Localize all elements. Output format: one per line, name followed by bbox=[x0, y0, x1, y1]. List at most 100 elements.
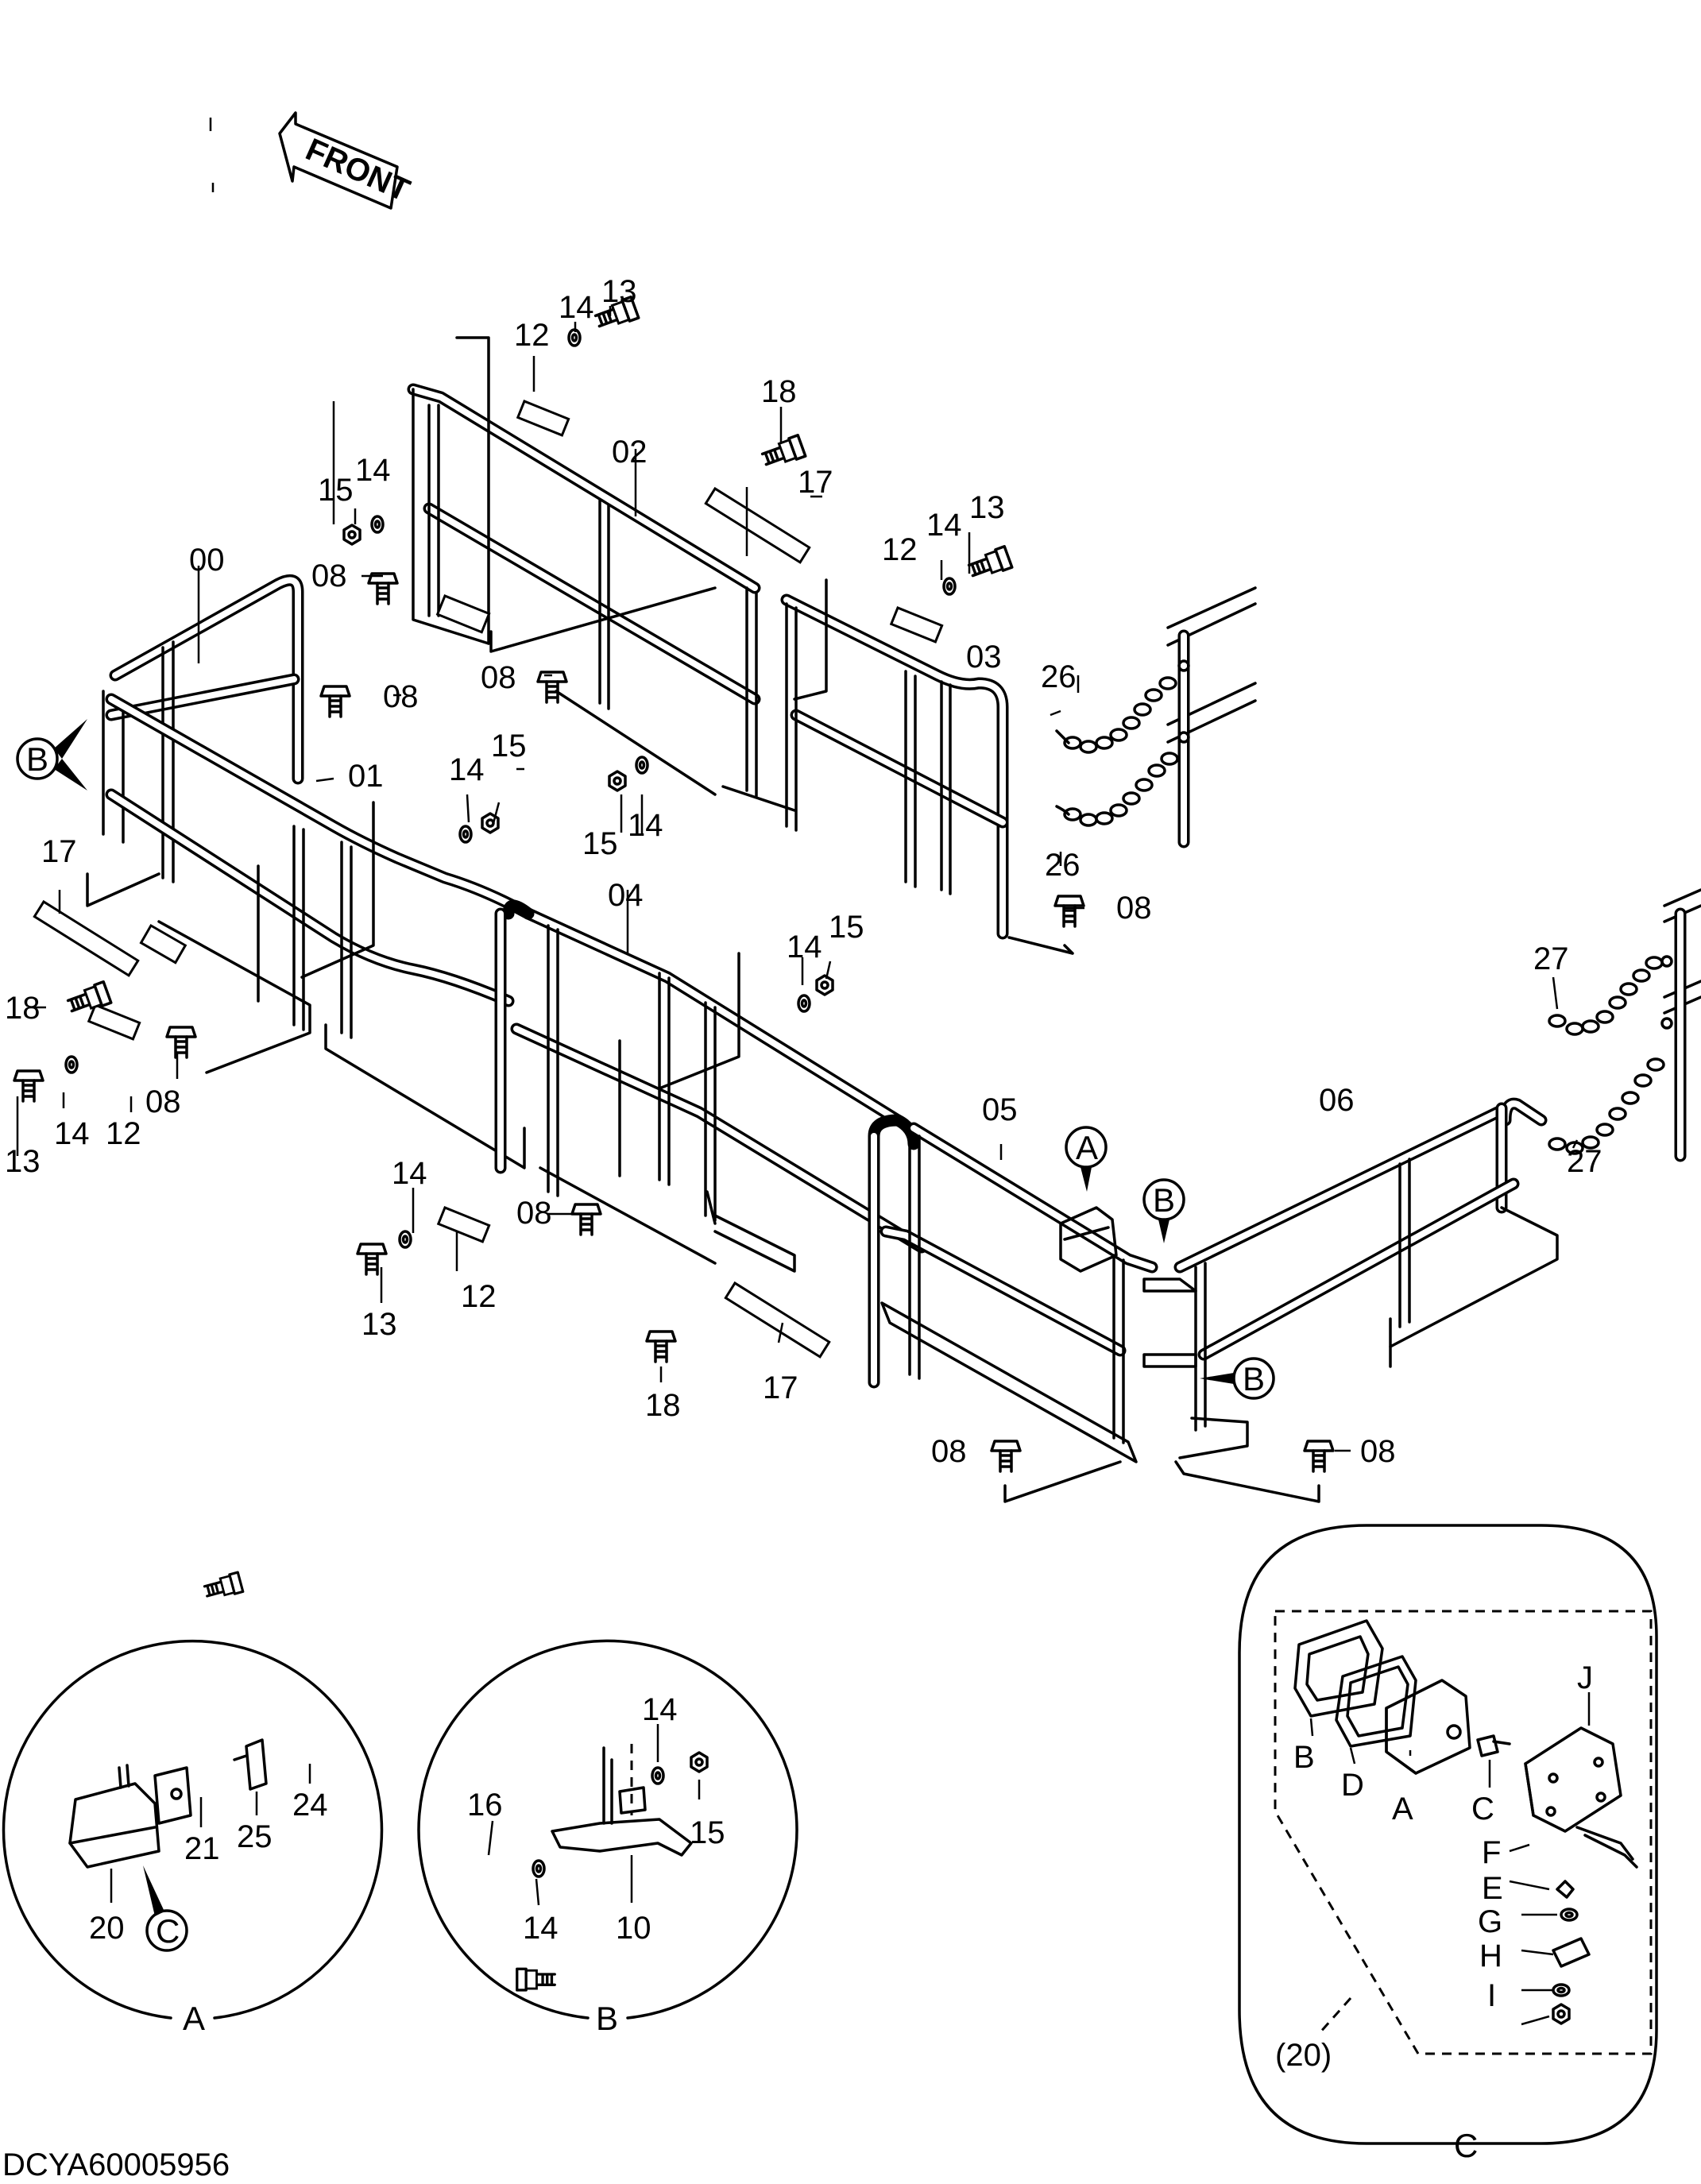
pillar-posts bbox=[1166, 586, 1701, 1162]
plate-12-right bbox=[889, 606, 944, 644]
bolt-08-g bbox=[990, 1440, 1022, 1473]
label-letter-i: I bbox=[1487, 1978, 1496, 2013]
front-arrow: FRONT bbox=[278, 111, 415, 210]
label-12-mid: 12 bbox=[461, 1279, 497, 1314]
label-13-left: 13 bbox=[5, 1144, 41, 1179]
label-10: 10 bbox=[616, 1911, 651, 1946]
label-14-detail-b-lower: 14 bbox=[523, 1911, 559, 1946]
label-13-right: 13 bbox=[969, 490, 1005, 525]
bolt-08-c bbox=[536, 671, 568, 704]
plate-17-bottom bbox=[724, 1281, 831, 1359]
label-00: 00 bbox=[189, 543, 225, 578]
label-15-detail-b: 15 bbox=[690, 1815, 725, 1850]
washer-14-right bbox=[942, 577, 957, 596]
label-12-right: 12 bbox=[882, 532, 918, 567]
label-08-d: 08 bbox=[1116, 891, 1152, 926]
label-05: 05 bbox=[982, 1092, 1018, 1127]
detail-c-exploded-lamp bbox=[1293, 1619, 1638, 2025]
plate-12-mid bbox=[436, 1206, 491, 1243]
label-15-d: 15 bbox=[829, 910, 864, 945]
label-04: 04 bbox=[608, 878, 644, 913]
bolt-08-a bbox=[367, 572, 399, 605]
label-01: 01 bbox=[348, 759, 384, 794]
washer-14-f bbox=[398, 1230, 412, 1249]
washer-14-c bbox=[458, 825, 473, 844]
label-08-a: 08 bbox=[311, 559, 347, 593]
detail-c: C (20) B D A C J bbox=[1238, 1524, 1658, 2164]
label-letter-b: B bbox=[1293, 1740, 1315, 1775]
label-16: 16 bbox=[467, 1788, 503, 1823]
label-14-mid: 14 bbox=[392, 1156, 427, 1191]
label-14-c: 14 bbox=[449, 752, 485, 787]
washer-14-d bbox=[64, 1055, 79, 1074]
bolt-08-b bbox=[319, 685, 351, 718]
label-14-d: 14 bbox=[787, 930, 822, 964]
label-14-detail-b-upper: 14 bbox=[642, 1692, 678, 1727]
bolt-08-e bbox=[165, 1026, 197, 1059]
callout-b-left-letter: B bbox=[26, 740, 48, 778]
nut-15-b bbox=[608, 770, 627, 792]
label-25: 25 bbox=[237, 1819, 273, 1854]
label-letter-g: G bbox=[1478, 1904, 1502, 1939]
plate-12-left bbox=[87, 1003, 141, 1041]
callout-b-center: B bbox=[1142, 1178, 1185, 1243]
nut-15-d bbox=[815, 974, 834, 996]
washer-14-e bbox=[797, 994, 811, 1013]
bolt-13-right bbox=[965, 544, 1014, 582]
plate-17-top bbox=[704, 486, 811, 564]
railing-06 bbox=[1142, 1097, 1559, 1503]
label-08-b: 08 bbox=[383, 679, 419, 714]
label-group-20: (20) bbox=[1275, 2038, 1332, 2073]
callout-b-right-letter: B bbox=[1243, 1360, 1265, 1397]
callout-b-center-letter: B bbox=[1153, 1181, 1175, 1219]
railing-03 bbox=[780, 578, 1074, 955]
leader-lines bbox=[16, 118, 1579, 1452]
label-27-upper: 27 bbox=[1533, 941, 1569, 976]
chain-26-lower bbox=[1055, 752, 1179, 827]
label-letter-f: F bbox=[1482, 1835, 1501, 1870]
callout-a: A bbox=[1065, 1126, 1108, 1192]
label-08-h: 08 bbox=[1360, 1434, 1396, 1469]
detail-b: B 16 14 10 14 15 bbox=[417, 1639, 798, 2037]
handrail-assembly: 00 01 02 03 04 05 06 12 14 13 18 17 15 1… bbox=[5, 118, 1701, 1503]
bolt-08-f bbox=[570, 1203, 602, 1236]
label-08-g: 08 bbox=[931, 1434, 967, 1469]
label-24: 24 bbox=[292, 1788, 328, 1823]
label-14-b: 14 bbox=[628, 808, 663, 843]
label-17-top: 17 bbox=[798, 465, 833, 500]
label-21: 21 bbox=[184, 1831, 220, 1866]
detail-a-callout-c: C bbox=[143, 1865, 188, 1952]
railing-01 bbox=[86, 693, 535, 1169]
label-06: 06 bbox=[1319, 1083, 1355, 1118]
bolt-08-d bbox=[1053, 895, 1085, 928]
detail-a-lamp bbox=[68, 1571, 268, 1869]
detail-c-group-outline bbox=[1274, 1610, 1653, 2055]
chain-27-lower bbox=[1548, 1057, 1665, 1155]
plate-12-top bbox=[516, 400, 570, 437]
railing-04 bbox=[494, 899, 928, 1273]
label-12-left: 12 bbox=[106, 1116, 141, 1151]
label-letter-c: C bbox=[1471, 1792, 1494, 1826]
label-18-top: 18 bbox=[761, 374, 797, 409]
chain-26-upper bbox=[1055, 676, 1177, 754]
detail-b-bracket bbox=[516, 1744, 709, 1992]
detail-b-title: B bbox=[596, 2000, 618, 2037]
label-17-left: 17 bbox=[41, 834, 77, 869]
work-light bbox=[1059, 1206, 1118, 1273]
plate-17-left bbox=[33, 899, 140, 977]
nut-15-a bbox=[342, 524, 361, 546]
bolt-18-bottom bbox=[645, 1330, 677, 1363]
washer-14-a bbox=[370, 515, 385, 534]
label-14-a: 14 bbox=[355, 453, 391, 488]
label-02: 02 bbox=[612, 435, 648, 470]
detail-a-title: A bbox=[183, 2000, 205, 2037]
railing-05 bbox=[868, 1114, 1158, 1503]
label-14-right: 14 bbox=[926, 508, 962, 543]
callout-b-left: B bbox=[16, 719, 87, 790]
label-13-mid: 13 bbox=[361, 1307, 397, 1342]
label-letter-d: D bbox=[1341, 1768, 1364, 1803]
railing-02 bbox=[407, 336, 796, 812]
label-03: 03 bbox=[966, 640, 1002, 675]
label-15-c: 15 bbox=[491, 729, 527, 763]
